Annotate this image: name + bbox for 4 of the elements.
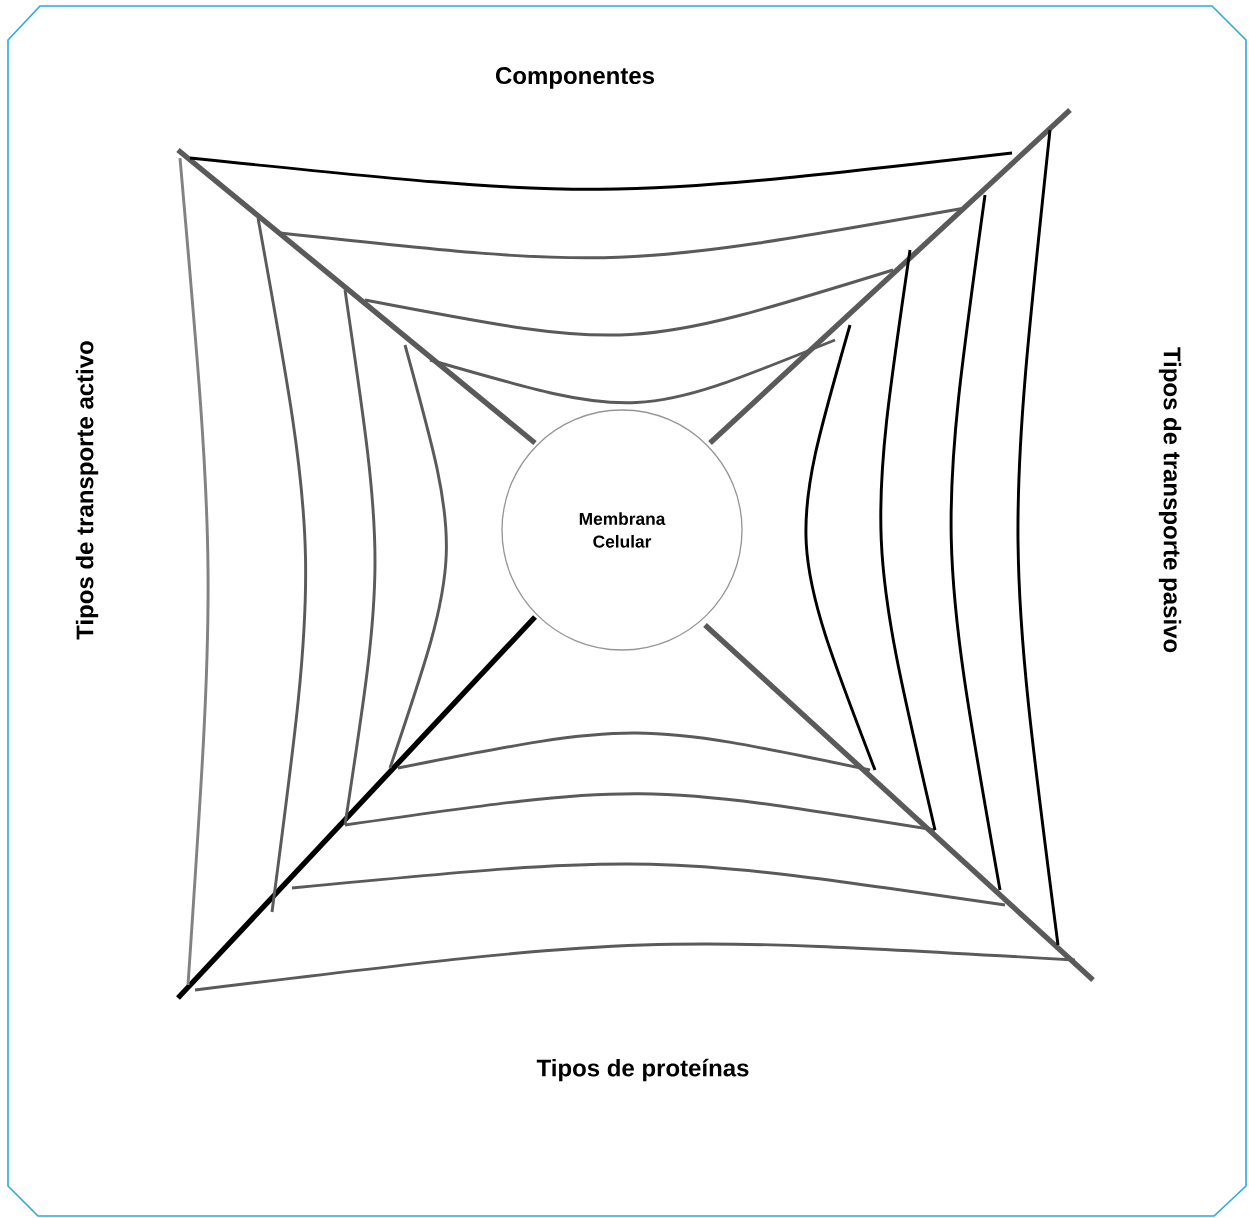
- category-label: Componentes: [496, 67, 655, 89]
- category-label: Tipos de transporte activo: [75, 341, 99, 640]
- category-label: Tipos de transporte pasivo: [1158, 347, 1182, 653]
- category-label: Tipos de proteínas: [536, 1058, 749, 1082]
